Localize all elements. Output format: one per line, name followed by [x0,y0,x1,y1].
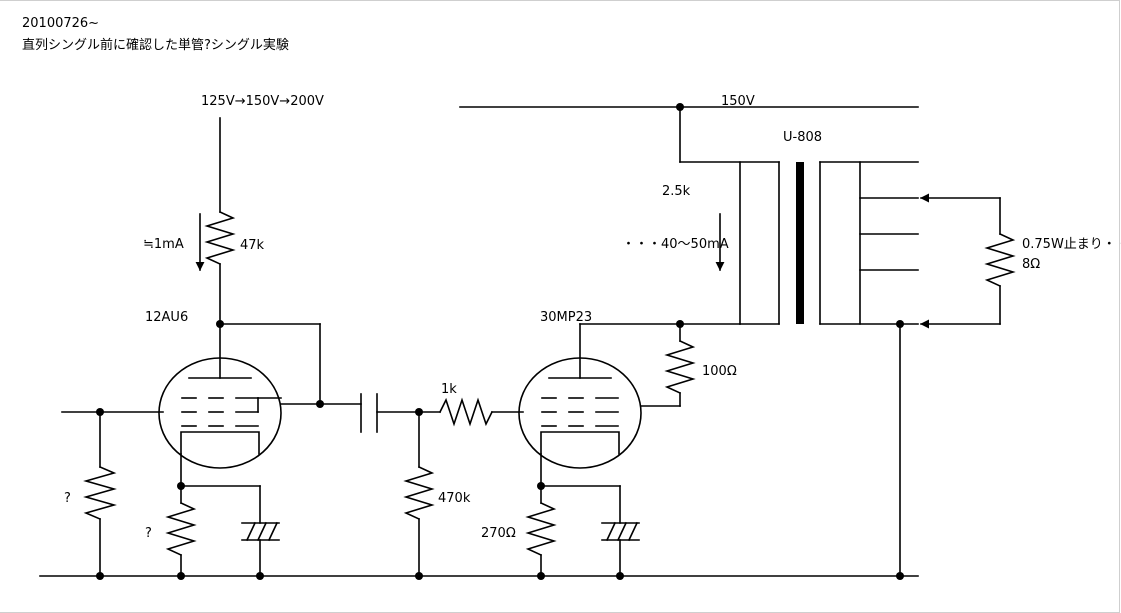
load-impedance-label: 8Ω [1022,257,1040,272]
primary-impedance-label: 2.5k [662,184,691,199]
grid-leak-label: 470k [438,491,471,506]
coupling-capacitor [360,393,441,433]
input-resistor [83,411,117,577]
plate-resistor-label: 47k [240,238,265,253]
screen-resistor-label: 100Ω [702,364,737,379]
load-note-label: 0.75W止まり・・・ [1022,237,1121,252]
bypass-capacitor-right [601,485,640,577]
grid-series-resistor-label: 1k [441,382,457,397]
page-title: 直列シングル前に確認した単管?シングル実験 [22,38,289,53]
cathode-resistor-right [525,485,557,577]
tube-30mp23 [518,357,642,469]
junction-dots [96,103,904,580]
load-resistor [984,197,1016,325]
input-resistor-label: ? [64,491,71,506]
output-transformer [739,161,919,325]
tube-12au6 [158,357,282,469]
transformer-label: U-808 [783,130,822,145]
current-left-label: ≒1mA [143,237,184,252]
bypass-capacitor-left [241,485,280,577]
supply-voltage-right-label: 150V [721,94,755,109]
date-heading: 20100726~ [22,16,100,31]
grid-series-resistor [438,397,524,427]
cathode-resistor-left [165,485,197,577]
tube-left-label: 12AU6 [145,310,188,325]
screen-resistor [664,323,696,407]
cathode-resistor-right-label: 270Ω [481,526,516,541]
plate-supply-left [204,117,236,379]
cathode-resistor-left-label: ? [145,526,152,541]
grid-leak-resistor [403,411,435,577]
supply-voltage-left-label: 125V→150V→200V [201,94,324,109]
tube-right-label: 30MP23 [540,310,592,325]
current-right-label: ・・・40～50mA [622,237,729,252]
